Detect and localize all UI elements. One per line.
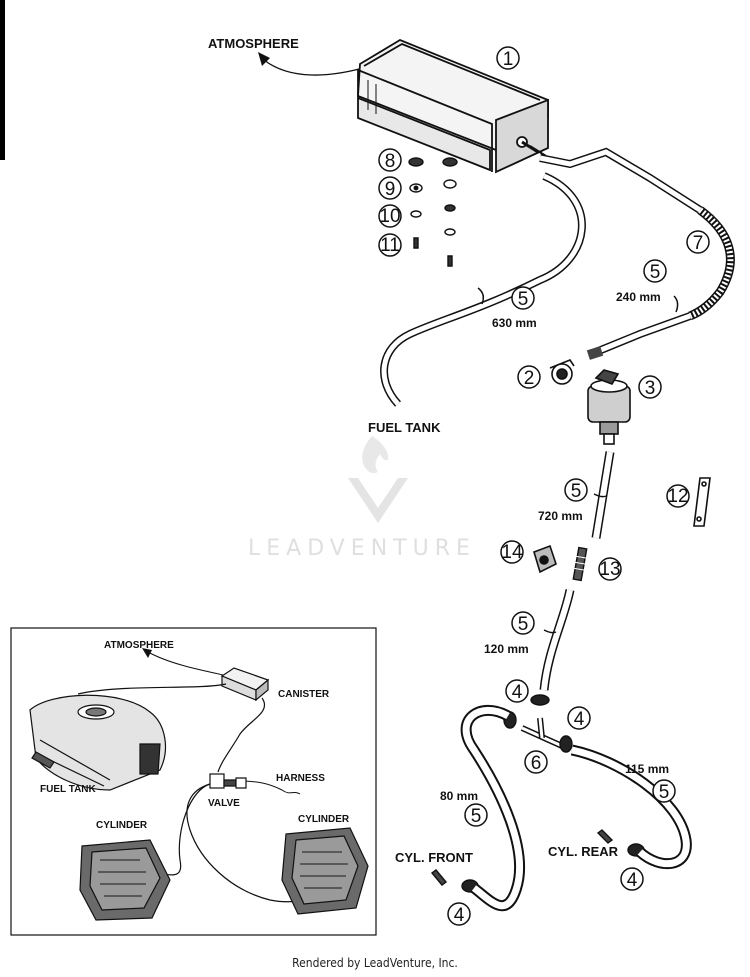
callout-4c: 4 bbox=[627, 870, 638, 891]
hose-clip-720 bbox=[593, 493, 607, 498]
callout-10: 10 bbox=[379, 206, 400, 227]
inset-cylinder-right-label: CYLINDER bbox=[298, 814, 350, 825]
inset-canister-label: CANISTER bbox=[278, 689, 330, 700]
hose-clip-630 bbox=[477, 287, 485, 305]
clamps-4 bbox=[461, 694, 645, 893]
callout-numbers: 1 2 3 4 4 4 4 5 5 5 5 5 5 6 7 8 9 10 11 … bbox=[379, 49, 703, 926]
atmosphere-arrowhead bbox=[258, 52, 270, 66]
cylinder-nipples bbox=[430, 829, 614, 886]
callout-4b: 4 bbox=[574, 709, 585, 730]
inset-schematic: ATMOSPHERE CANISTER FUEL TANK bbox=[10, 627, 377, 936]
hose-length-630: 630 mm bbox=[492, 316, 537, 330]
watermark: LEADVENTURE bbox=[248, 436, 476, 561]
callout-1: 1 bbox=[503, 49, 514, 70]
hose-clip-120 bbox=[543, 629, 557, 634]
callout-4a: 4 bbox=[512, 682, 523, 703]
atmosphere-arrow bbox=[263, 59, 371, 76]
callout-9: 9 bbox=[385, 179, 396, 200]
inset-valve bbox=[209, 773, 247, 789]
edge-bar bbox=[0, 0, 5, 160]
inset-atmosphere-label: ATMOSPHERE bbox=[104, 640, 174, 651]
callout-3: 3 bbox=[645, 378, 656, 399]
inset-cylinder-right bbox=[281, 827, 369, 915]
callout-5c: 5 bbox=[571, 481, 582, 502]
hose-length-720: 720 mm bbox=[538, 509, 583, 523]
strap-12 bbox=[693, 477, 711, 527]
hose-to-fuel-tank bbox=[380, 172, 586, 407]
hose-720 bbox=[591, 451, 615, 539]
t-piece-6 bbox=[520, 717, 564, 749]
footer-credit: Rendered by LeadVenture, Inc. bbox=[292, 956, 458, 970]
callout-2: 2 bbox=[524, 368, 535, 389]
hardware-8-11 bbox=[408, 157, 458, 267]
inset-cylinder-left bbox=[79, 839, 171, 921]
inset-hose-canister-valve bbox=[217, 697, 265, 773]
hose-115 bbox=[570, 744, 692, 870]
inset-hose-tank-canister bbox=[77, 683, 227, 695]
inset-cylinder-left-label: CYLINDER bbox=[96, 820, 148, 831]
canister bbox=[357, 38, 549, 174]
inset-fuel-tank-label: FUEL TANK bbox=[40, 784, 97, 795]
inset-valve-label: VALVE bbox=[208, 798, 240, 809]
valve-3 bbox=[587, 369, 631, 445]
cyl-front-label: CYL. FRONT bbox=[395, 850, 473, 865]
inset-harness-label: HARNESS bbox=[276, 773, 325, 784]
holder-14 bbox=[533, 544, 557, 574]
inset-canister bbox=[220, 667, 270, 702]
callouts bbox=[378, 46, 710, 926]
callout-4d: 4 bbox=[454, 905, 465, 926]
inset-hose-valve-rear bbox=[186, 783, 311, 903]
hose-length-115: 115 mm bbox=[625, 762, 669, 776]
hose-length-240: 240 mm bbox=[616, 290, 661, 304]
hose-length-120: 120 mm bbox=[484, 642, 529, 656]
cyl-rear-label: CYL. REAR bbox=[548, 844, 619, 859]
callout-6: 6 bbox=[531, 753, 542, 774]
callout-7: 7 bbox=[693, 233, 704, 254]
connector-13 bbox=[571, 546, 588, 582]
inset-fuel-tank bbox=[29, 694, 167, 791]
clamp-2 bbox=[549, 359, 575, 385]
callout-5f: 5 bbox=[471, 806, 482, 827]
fuel-tank-label: FUEL TANK bbox=[368, 420, 441, 435]
inset-atmosphere-arrow bbox=[147, 651, 229, 677]
hose-120 bbox=[539, 589, 575, 691]
callout-5d: 5 bbox=[518, 614, 529, 635]
callout-5e: 5 bbox=[659, 782, 670, 803]
callout-5a: 5 bbox=[518, 289, 529, 310]
callout-5b: 5 bbox=[650, 262, 661, 283]
callout-12: 12 bbox=[667, 486, 688, 507]
callout-14: 14 bbox=[501, 542, 523, 563]
hose-length-80: 80 mm bbox=[440, 789, 478, 803]
inset-arrowhead bbox=[142, 648, 152, 658]
callout-13: 13 bbox=[599, 559, 620, 580]
callout-8: 8 bbox=[385, 151, 396, 172]
atmosphere-label: ATMOSPHERE bbox=[208, 36, 299, 51]
hose-clip-240 bbox=[673, 295, 679, 313]
watermark-text: LEADVENTURE bbox=[248, 536, 476, 561]
hose-canister-to-valve bbox=[539, 147, 735, 360]
hose-80 bbox=[460, 704, 526, 911]
callout-11: 11 bbox=[380, 235, 400, 256]
